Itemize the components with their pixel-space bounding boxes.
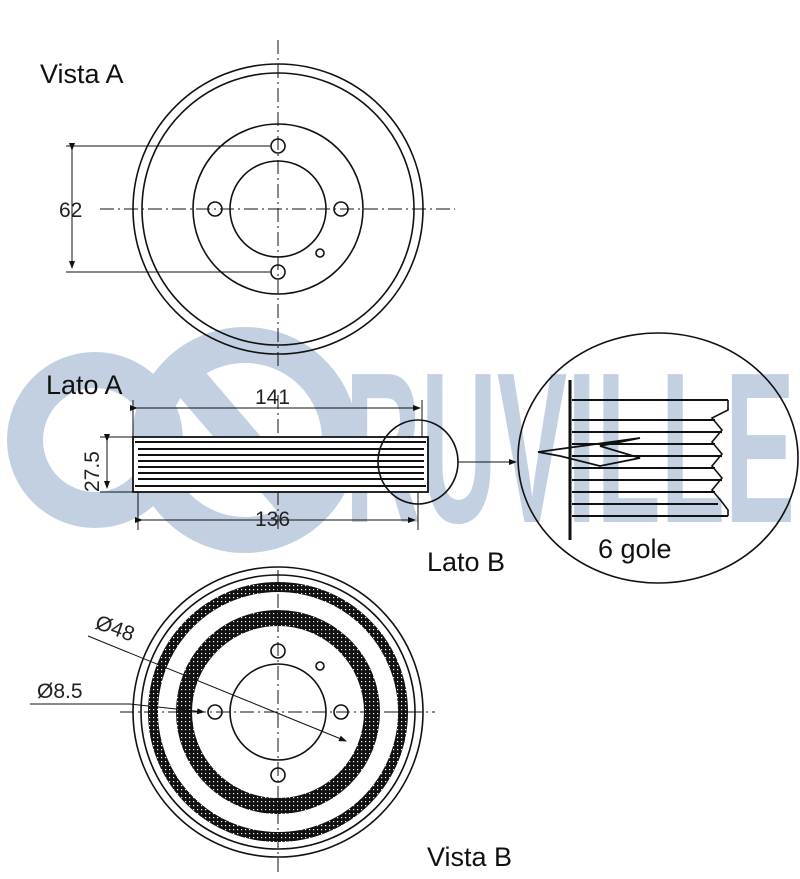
label-lato-a: Lato A	[46, 370, 123, 400]
side-view	[100, 395, 517, 530]
groove-detail	[517, 332, 799, 584]
label-vista-a: Vista A	[40, 59, 124, 89]
label-vista-b: Vista B	[427, 842, 512, 872]
view-a	[66, 40, 455, 370]
dim-hole-diameter: Ø8.5	[37, 680, 83, 703]
dim-bolt-spacing: 62	[59, 199, 82, 222]
view-b	[30, 566, 435, 875]
dim-outer-width: 141	[255, 386, 290, 409]
label-grooves: 6 gole	[598, 534, 672, 564]
dim-inner-width: 136	[255, 508, 290, 531]
dim-height: 27.5	[81, 451, 104, 492]
label-lato-b: Lato B	[427, 547, 505, 577]
